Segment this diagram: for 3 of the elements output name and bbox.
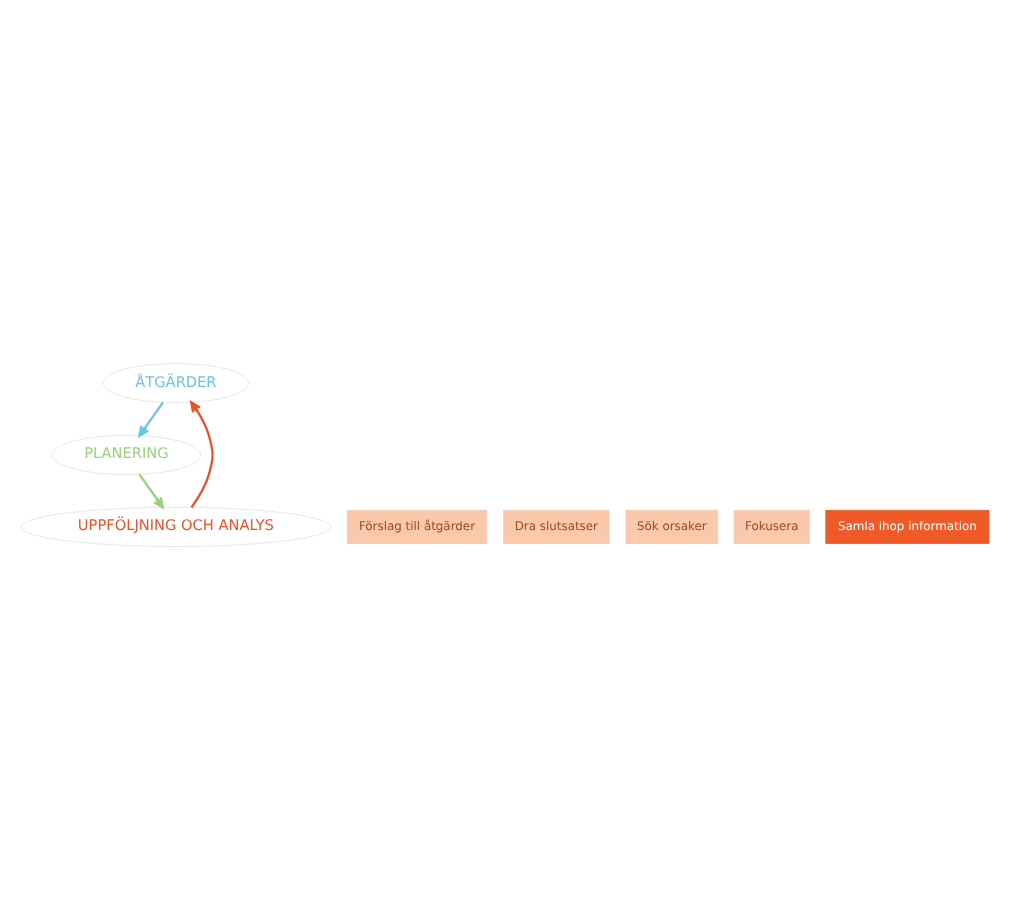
arrow: [138, 401, 164, 437]
arrow: [190, 401, 214, 509]
arrow: [138, 473, 164, 509]
